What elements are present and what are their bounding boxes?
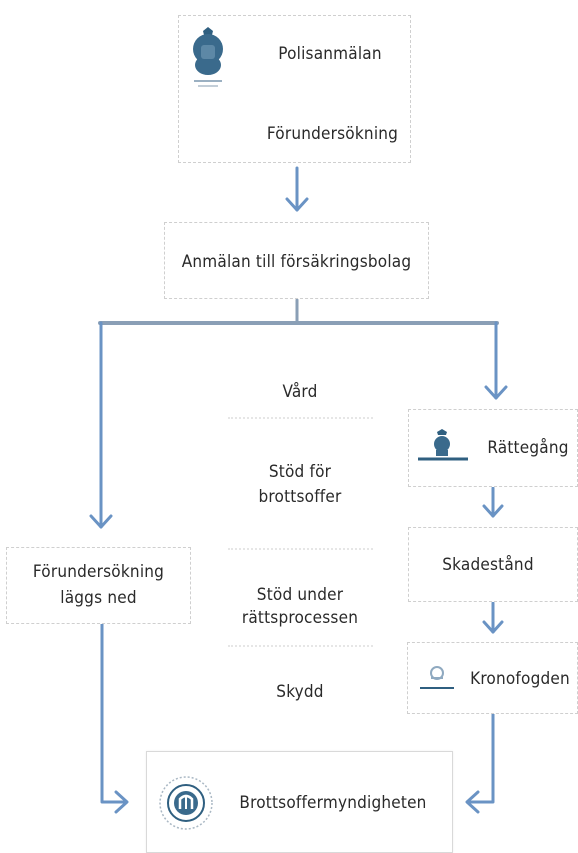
node-stod-for-brottsoffer-line1: Stöd för — [268, 462, 332, 482]
node-forundersokning: Förundersökning — [266, 124, 399, 144]
node-skadestand: Skadestånd — [442, 555, 534, 575]
node-laggs-ned-box — [6, 547, 191, 624]
node-stod-under-line1: Stöd under — [256, 585, 344, 605]
node-polisanmalan: Polisanmälan — [278, 44, 382, 64]
police-icon — [188, 25, 228, 91]
node-forundersokning-laggs-ned-line2: läggs ned — [60, 588, 137, 608]
node-stod-under-line2: rättsprocessen — [241, 608, 359, 628]
node-anmalan-box — [164, 222, 429, 299]
node-stod-for-brottsoffer-line2: brottsoffer — [258, 487, 342, 507]
node-anmalan-forsakringsbolag: Anmälan till försäkringsbolag — [181, 252, 412, 272]
node-vard: Vård — [282, 382, 318, 402]
node-skydd: Skydd — [276, 682, 324, 702]
enforcement-icon — [418, 664, 456, 692]
node-rattegang: Rättegång — [487, 438, 569, 458]
divider — [228, 417, 373, 419]
node-brottsoffermyndigheten: Brottsoffermyndigheten — [239, 793, 427, 813]
node-kronofogden: Kronofogden — [470, 669, 570, 689]
arrow-kronofogden-to-bom — [466, 712, 495, 804]
node-forundersokning-laggs-ned-line1: Förundersökning — [32, 562, 165, 582]
divider — [228, 645, 373, 647]
arrow-laggs-ned-to-bom — [100, 622, 128, 804]
node-skadestand-box — [408, 527, 578, 602]
authority-logo-icon — [158, 775, 214, 831]
divider — [228, 548, 373, 550]
court-icon — [416, 428, 470, 466]
